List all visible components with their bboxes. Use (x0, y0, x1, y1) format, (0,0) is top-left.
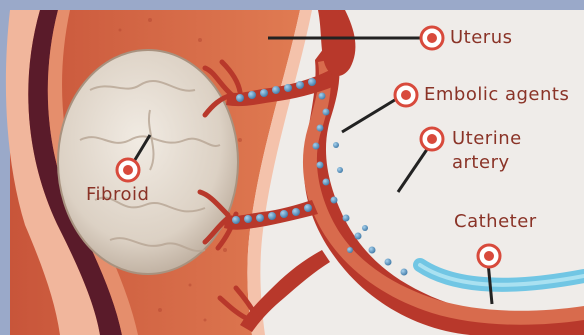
catheter-label: Catheter (454, 210, 537, 234)
uterine-artery-label-line2: artery (452, 151, 510, 175)
fibroid-marker (117, 159, 139, 181)
catheter-marker (478, 245, 500, 267)
embolic-agents-label: Embolic agents (424, 83, 569, 107)
fibroid-label: Fibroid (86, 183, 149, 207)
uterus-label: Uterus (450, 26, 513, 50)
uterine-artery-label-line1: Uterine (452, 127, 522, 151)
fibroid (58, 50, 238, 274)
embolic-agents-marker (395, 84, 417, 106)
uterine-artery-marker (421, 128, 443, 150)
uterus-marker (421, 27, 443, 49)
